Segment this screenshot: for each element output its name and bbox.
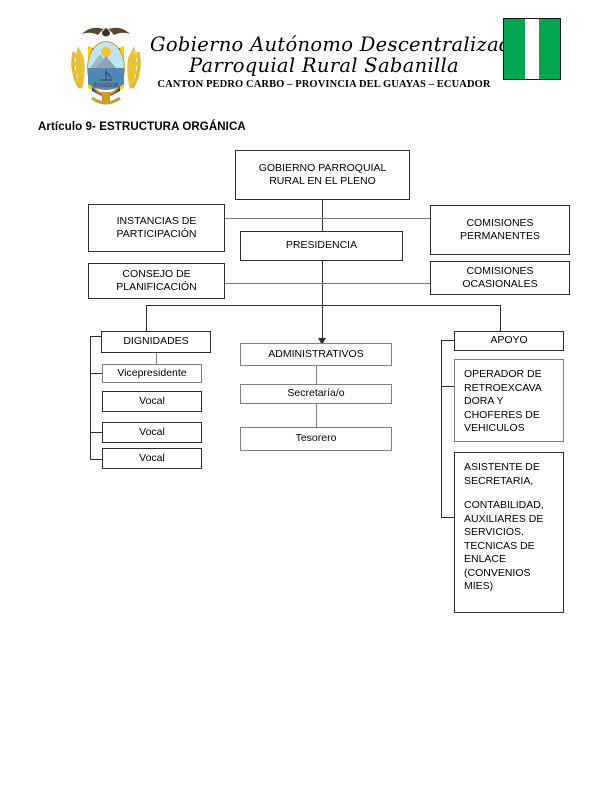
flag-stripe-green-left [504, 19, 526, 79]
node-label: COMISIONES PERMANENTES [460, 216, 540, 243]
node-label: Secretaría/o [287, 387, 345, 400]
connector-spine-main [322, 200, 323, 345]
title-line-1: Gobierno Autónomo Descentralizado [150, 33, 524, 56]
node-label: Vicepresidente [117, 366, 187, 379]
node-label: CONSEJO DE PLANIFICACIÓN [116, 267, 197, 294]
connector-dignidades-vicepresidente [156, 353, 157, 364]
node-comisiones-permanentes[interactable]: COMISIONES PERMANENTES [430, 205, 570, 255]
page-title: Artículo 9- ESTRUCTURA ORGÁNICA [38, 121, 246, 133]
node-label: APOYO [490, 334, 528, 347]
node-label-secondary: CONTABILIDAD, AUXILIARES DE SERVICIOS. T… [464, 499, 544, 592]
node-apoyo[interactable]: APOYO [454, 331, 564, 351]
connector-drop-dignidades [146, 305, 147, 332]
connector-stub-operador [441, 386, 454, 387]
node-label: Vocal [139, 425, 165, 438]
connector-arrow-administrativos [318, 338, 326, 345]
connector-stub-vocal3 [90, 459, 102, 460]
connector-stub-apoyo [441, 340, 454, 341]
connector-bracket-dignidades [90, 336, 91, 460]
node-label: COMISIONES OCASIONALES [462, 264, 538, 291]
title-line-2: Parroquial Rural Sabanilla [188, 54, 459, 77]
node-label: DIGNIDADES [123, 335, 189, 348]
node-label: OPERADOR DE RETROEXCAVA DORA Y CHOFERES … [464, 368, 542, 434]
node-label: ADMINISTRATIVOS [268, 347, 364, 360]
node-tesorero[interactable]: Tesorero [240, 427, 392, 451]
node-label: INSTANCIAS DE PARTICIPACIÓN [116, 214, 197, 241]
node-vocal-3[interactable]: Vocal [102, 448, 202, 469]
node-label: GOBIERNO PARROQUIAL RURAL EN EL PLENO [258, 161, 387, 188]
node-operador-retroexcavadora[interactable]: OPERADOR DE RETROEXCAVA DORA Y CHOFERES … [454, 359, 564, 442]
connector-bus-level2 [146, 305, 501, 306]
node-label: PRESIDENCIA [285, 239, 358, 252]
connector-stub-vocal2 [90, 432, 102, 433]
node-vocal-1[interactable]: Vocal [102, 391, 202, 412]
svg-text:ECUADOR: ECUADOR [94, 83, 120, 89]
node-asistente-secretaria[interactable]: ASISTENTE DE SECRETARIA, CONTABILIDAD, A… [454, 452, 564, 613]
node-label: Vocal [139, 451, 165, 464]
node-consejo-planificacion[interactable]: CONSEJO DE PLANIFICACIÓN [88, 263, 225, 299]
node-administrativos[interactable]: ADMINISTRATIVOS [240, 343, 392, 366]
node-vicepresidente[interactable]: Vicepresidente [102, 364, 202, 383]
node-dignidades[interactable]: DIGNIDADES [101, 331, 211, 353]
flag-stripe-green-right [538, 19, 560, 79]
connector-stub-vicepresidente [90, 373, 102, 374]
connector-bracket-apoyo [441, 340, 442, 517]
node-comisiones-ocasionales[interactable]: COMISIONES OCASIONALES [430, 261, 570, 295]
letterhead-title: Gobierno Autónomo Descentralizado Parroq… [150, 33, 524, 90]
node-instancias-participacion[interactable]: INSTANCIAS DE PARTICIPACIÓN [88, 204, 225, 252]
node-gobierno-parroquial-pleno[interactable]: GOBIERNO PARROQUIAL RURAL EN EL PLENO [235, 150, 410, 200]
node-label: Vocal [139, 394, 165, 407]
node-secretaria[interactable]: Secretaría/o [240, 384, 392, 404]
flag-stripe-white [525, 19, 539, 79]
connector-drop-apoyo [500, 305, 501, 332]
flag-icon [503, 18, 561, 80]
node-label-primary: ASISTENTE DE SECRETARIA, [464, 461, 540, 487]
connector-secretaria-tesorero [316, 404, 317, 427]
connector-stub-dignidades [90, 336, 102, 337]
node-vocal-2[interactable]: Vocal [102, 422, 202, 443]
connector-bar-lower [225, 283, 431, 284]
coat-of-arms-icon: ECUADOR [62, 16, 150, 108]
title-subtitle: CANTON PEDRO CARBO – PROVINCIA DEL GUAYA… [157, 79, 491, 90]
node-label: Tesorero [295, 432, 337, 445]
letterhead: ECUADOR Gobierno Autónomo Descentralizad… [0, 0, 612, 120]
connector-bar-upper [225, 218, 431, 219]
node-presidencia[interactable]: PRESIDENCIA [240, 231, 403, 261]
connector-stub-asistente [441, 517, 454, 518]
connector-administrativos-secretaria [316, 366, 317, 385]
